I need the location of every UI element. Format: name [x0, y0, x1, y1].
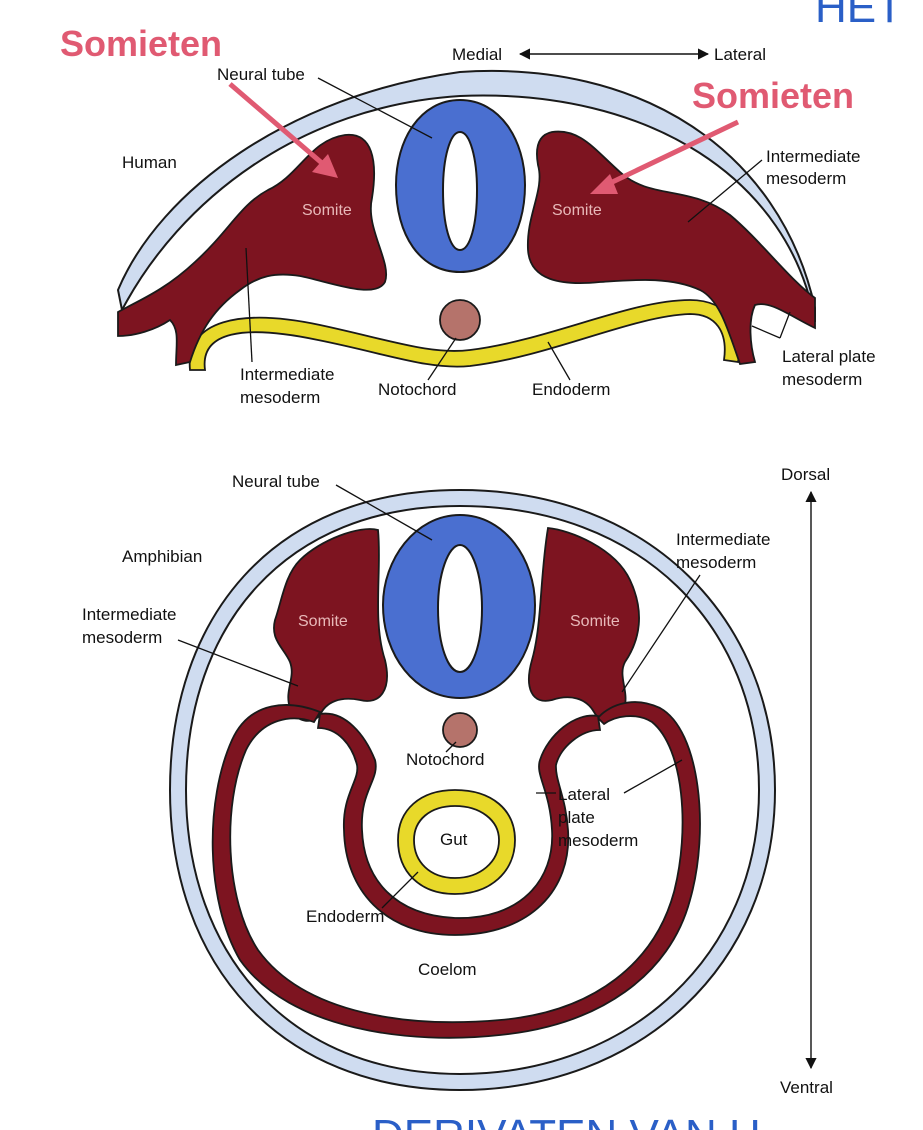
human-endoderm-label: Endoderm	[532, 380, 610, 399]
amphibian-somite-left-label: Somite	[298, 613, 348, 630]
amphibian-endoderm-label: Endoderm	[306, 907, 384, 926]
lateral-label: Lateral	[714, 45, 766, 64]
medial-label: Medial	[452, 45, 502, 64]
amphibian-coelom-label: Coelom	[418, 960, 477, 979]
amphibian-neural-tube-label: Neural tube	[232, 472, 320, 491]
human-lateral-plate-label-1: Lateral plate	[782, 347, 876, 366]
human-neural-tube-label: Neural tube	[217, 65, 305, 84]
amphibian-lateral-plate-label-1: Lateral	[558, 785, 610, 804]
amphibian-notochord	[442, 712, 478, 748]
heading-fragment-bottom: DERIVATEN VAN H	[372, 1111, 761, 1130]
ventral-label: Ventral	[780, 1078, 833, 1097]
amphibian-section: Amphibian Neural tube Somite Somite Inte…	[82, 472, 777, 1092]
somieten-left-annotation: Somieten	[60, 23, 222, 64]
amphibian-lateral-plate-label-3: mesoderm	[558, 831, 638, 850]
amphibian-lateral-plate-label-2: plate	[558, 808, 595, 827]
amphibian-somite-left	[273, 528, 388, 722]
heading-fragment-top: HET	[815, 0, 903, 32]
medial-lateral-axis: Medial Lateral	[452, 45, 766, 64]
amphibian-splanchnic-mesoderm	[316, 712, 602, 936]
somieten-annotations: Somieten Somieten	[60, 23, 854, 194]
human-intermediate-right-label-2: mesoderm	[766, 169, 846, 188]
human-intermediate-left-label-2: mesoderm	[240, 388, 320, 407]
human-lateral-plate-label-2: mesoderm	[782, 370, 862, 389]
human-somite-right-label: Somite	[552, 202, 602, 219]
amphibian-intermediate-left-label-2: mesoderm	[82, 628, 162, 647]
human-notochord	[439, 299, 481, 341]
dorsal-ventral-axis: Dorsal Ventral	[780, 465, 833, 1097]
human-intermediate-right-label-1: Intermediate	[766, 147, 861, 166]
annotation-arrow-right-icon	[590, 174, 618, 194]
amphibian-gut-endoderm	[397, 789, 516, 895]
amphibian-ectoderm	[168, 488, 777, 1092]
annotation-arrow-left-icon	[312, 154, 338, 178]
human-section: Human Neural tube Somite Somite Intermed…	[116, 65, 876, 407]
human-mesoderm-left	[117, 134, 388, 367]
amphibian-title: Amphibian	[122, 547, 202, 566]
human-neural-tube	[394, 98, 527, 274]
somieten-right-annotation: Somieten	[692, 75, 854, 116]
human-title: Human	[122, 153, 177, 172]
amphibian-gut-label: Gut	[440, 830, 468, 849]
human-intermediate-left-label-1: Intermediate	[240, 365, 335, 384]
human-notochord-label: Notochord	[378, 380, 456, 399]
dorsal-label: Dorsal	[781, 465, 830, 484]
amphibian-neural-tube	[381, 513, 537, 700]
amphibian-notochord-label: Notochord	[406, 750, 484, 769]
amphibian-intermediate-right-label-2: mesoderm	[676, 553, 756, 572]
amphibian-intermediate-right-label-1: Intermediate	[676, 530, 771, 549]
amphibian-lateral-plate-mesoderm	[211, 701, 701, 1039]
human-somite-left-label: Somite	[302, 202, 352, 219]
amphibian-intermediate-left-label-1: Intermediate	[82, 605, 177, 624]
amphibian-somite-right-label: Somite	[570, 613, 620, 630]
human-endoderm	[188, 299, 741, 371]
